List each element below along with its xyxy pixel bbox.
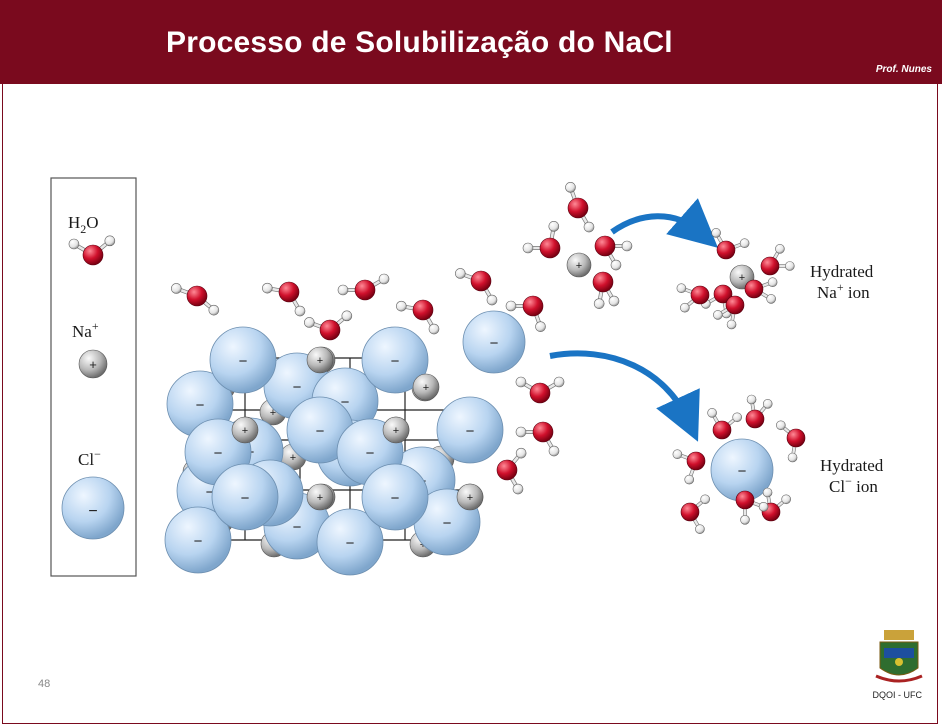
water-molecule bbox=[262, 281, 306, 317]
water-molecule bbox=[680, 494, 710, 534]
water-molecule bbox=[515, 376, 565, 404]
hydrated-na-label-line1: Hydrated bbox=[810, 262, 874, 281]
svg-text:−: − bbox=[214, 445, 223, 462]
slide-title: Processo de Solubilização do NaCl bbox=[166, 26, 673, 59]
water-molecule bbox=[676, 283, 710, 313]
svg-text:+: + bbox=[423, 382, 429, 394]
leaving-chloride-ion: − bbox=[462, 310, 526, 374]
svg-text:−: − bbox=[346, 535, 355, 552]
sodium-ion: + bbox=[306, 346, 334, 374]
svg-text:−: − bbox=[293, 519, 302, 536]
leaving-sodium-ion: + bbox=[566, 252, 592, 278]
svg-text:−: − bbox=[196, 397, 205, 414]
water-molecule bbox=[496, 447, 527, 495]
nacl-crystal: ++++++++++++++−−−−−−−−−−−−−−−−−−−−++++++ bbox=[164, 326, 504, 576]
water-molecule bbox=[171, 283, 220, 316]
legend-water-molecule bbox=[68, 235, 116, 266]
chloride-ion: − bbox=[361, 326, 429, 394]
chloride-ion: − bbox=[164, 506, 232, 574]
author-label: Prof. Nunes bbox=[875, 64, 932, 75]
water-molecule bbox=[711, 228, 750, 260]
sodium-ion: + bbox=[412, 373, 440, 401]
legend-water-label: H2O bbox=[68, 213, 99, 236]
page-number: 48 bbox=[38, 678, 51, 690]
legend-chloride-label: Cl− bbox=[78, 447, 101, 469]
svg-text:−: − bbox=[239, 353, 248, 370]
water-molecule bbox=[713, 295, 745, 330]
solvent-water-molecules bbox=[171, 182, 633, 495]
water-molecule bbox=[735, 490, 769, 525]
svg-text:+: + bbox=[89, 357, 97, 372]
water-molecule bbox=[776, 420, 806, 463]
sodium-ion: + bbox=[456, 483, 484, 511]
university-crest-logo bbox=[875, 630, 923, 683]
chloride-ion: − bbox=[209, 326, 277, 394]
svg-text:−: − bbox=[490, 335, 499, 352]
hydrated-cl-label-line2: Cl− ion bbox=[829, 474, 878, 496]
water-molecule bbox=[672, 449, 706, 485]
water-molecule bbox=[760, 244, 795, 276]
legend-sodium-label: Na+ bbox=[72, 319, 99, 341]
water-molecule bbox=[455, 268, 498, 306]
hydrated-cl-label-line1: Hydrated bbox=[820, 456, 884, 475]
svg-text:−: − bbox=[341, 394, 350, 411]
arrow-to-hydrated-na bbox=[610, 198, 719, 248]
water-molecule bbox=[337, 273, 390, 301]
sodium-ion: + bbox=[231, 416, 259, 444]
svg-text:−: − bbox=[194, 533, 203, 550]
water-molecule bbox=[594, 235, 633, 271]
hydrated-sodium-cluster: + bbox=[676, 228, 795, 330]
water-molecule bbox=[745, 394, 773, 429]
svg-text:−: − bbox=[293, 379, 302, 396]
slide-border bbox=[2, 84, 938, 724]
svg-text:−: − bbox=[738, 463, 747, 480]
water-molecule bbox=[396, 299, 440, 335]
svg-text:−: − bbox=[88, 503, 97, 520]
svg-text:+: + bbox=[576, 260, 582, 272]
water-molecule bbox=[565, 182, 595, 233]
sodium-ion: + bbox=[382, 416, 410, 444]
hydrated-na-label-line2: Na+ ion bbox=[817, 280, 870, 302]
water-molecule bbox=[592, 271, 620, 309]
chloride-ion: − bbox=[316, 508, 384, 576]
svg-text:+: + bbox=[467, 492, 473, 504]
svg-text:+: + bbox=[393, 425, 399, 437]
svg-text:+: + bbox=[317, 492, 323, 504]
svg-text:−: − bbox=[316, 423, 325, 440]
footer-label: DQOI - UFC bbox=[872, 690, 923, 700]
svg-text:−: − bbox=[391, 490, 400, 507]
water-molecule bbox=[304, 310, 353, 341]
legend-chloride-ion: − bbox=[61, 476, 125, 540]
svg-text:−: − bbox=[443, 515, 452, 532]
water-molecule bbox=[522, 221, 561, 259]
svg-text:+: + bbox=[317, 355, 323, 367]
water-molecule bbox=[68, 235, 116, 266]
svg-text:+: + bbox=[290, 452, 296, 464]
water-molecule bbox=[707, 408, 742, 440]
chloride-ion: − bbox=[211, 463, 279, 531]
hydrated-chloride-cluster: − bbox=[672, 394, 806, 534]
water-molecule bbox=[505, 295, 546, 332]
title-bar: Processo de Solubilização do NaCl Prof. … bbox=[0, 0, 942, 84]
legend-box: H2O Na+ + Cl− − bbox=[50, 177, 137, 577]
sodium-ion: + bbox=[306, 483, 334, 511]
water-molecule bbox=[744, 277, 778, 304]
chloride-ion: − bbox=[436, 396, 504, 464]
svg-text:−: − bbox=[241, 490, 250, 507]
legend-sodium-ion: + bbox=[78, 349, 108, 379]
svg-text:−: − bbox=[366, 445, 375, 462]
svg-text:+: + bbox=[270, 407, 276, 419]
svg-text:−: − bbox=[391, 353, 400, 370]
chloride-ion: − bbox=[361, 463, 429, 531]
water-molecule bbox=[515, 421, 560, 457]
svg-text:+: + bbox=[739, 272, 745, 284]
arrow-to-hydrated-cl bbox=[549, 350, 700, 442]
svg-text:+: + bbox=[242, 425, 248, 437]
svg-text:−: − bbox=[466, 423, 475, 440]
svg-text:−: − bbox=[206, 484, 215, 501]
